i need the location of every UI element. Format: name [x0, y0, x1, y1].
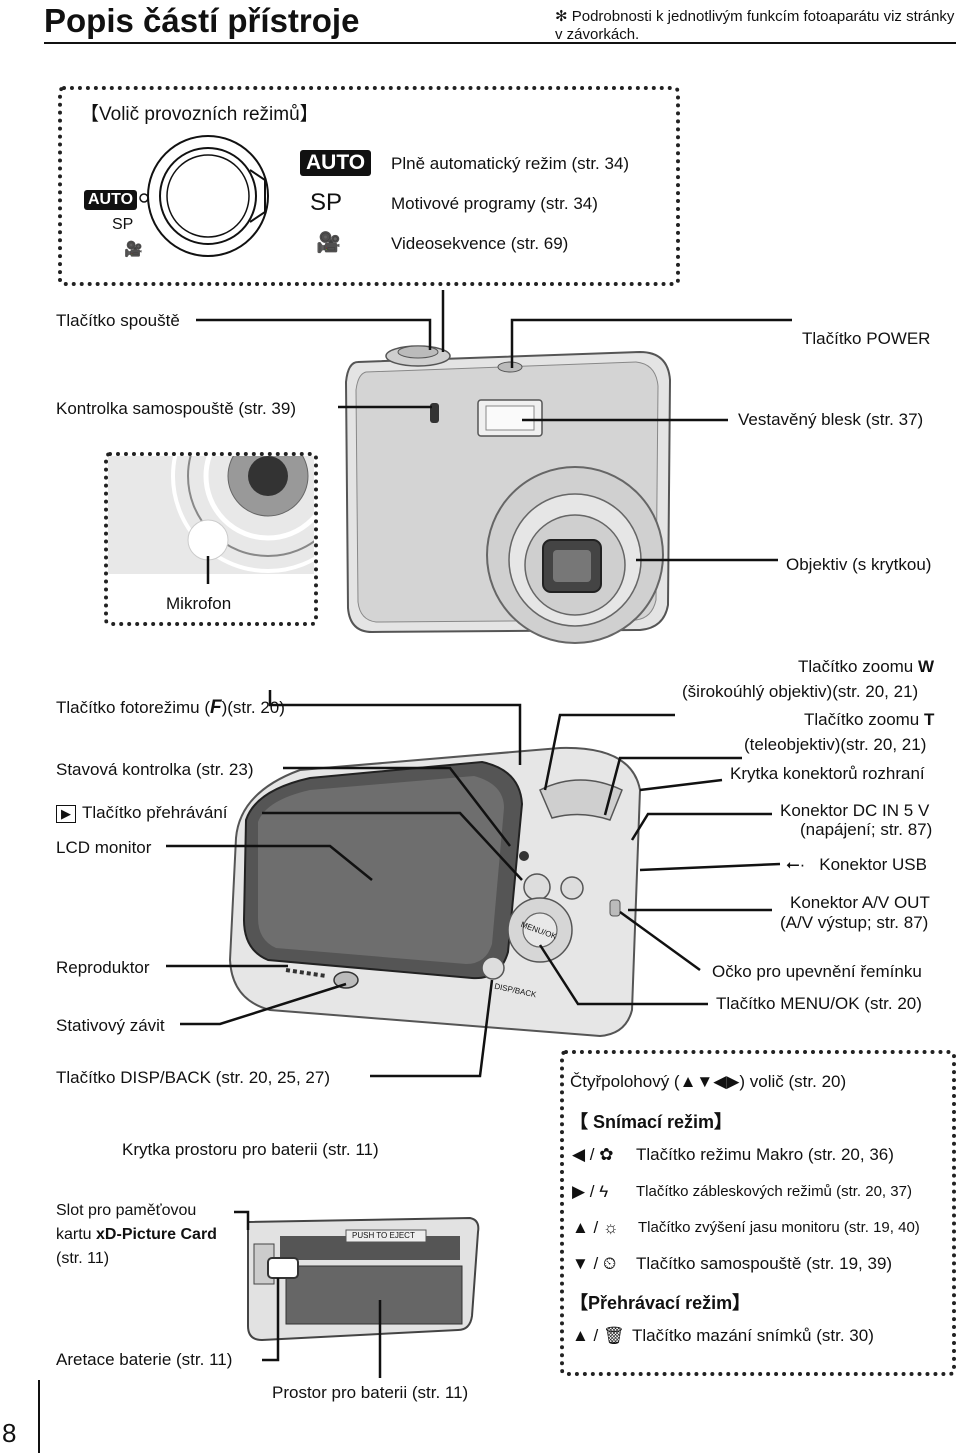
label-av-out-detail: (A/V výstup; str. 87) [780, 913, 929, 932]
label-power: Tlačítko POWER [802, 329, 931, 348]
mode-dial-illustration [139, 135, 269, 257]
microphone-illustration [108, 456, 314, 622]
title-rule [44, 42, 956, 44]
mode-dial-box [58, 86, 680, 286]
label-menu-ok: Tlačítko MENU/OK (str. 20) [716, 994, 922, 1013]
label-dc-in: Konektor DC IN 5 V [780, 801, 930, 820]
label-battery-cover: Krytka prostoru pro baterii (str. 11) [122, 1140, 379, 1159]
shooting-mode-heading: 【 Snímací režim】 [570, 1112, 733, 1132]
label-playback: ▶Tlačítko přehrávání [56, 803, 228, 823]
page-title: Popis částí přístroje [44, 2, 360, 39]
mode-movie-text: Videosekvence (str. 69) [391, 234, 569, 253]
dial-sp-label: SP [112, 216, 134, 233]
macro-text: Tlačítko režimu Makro (str. 20, 36) [636, 1145, 894, 1164]
mode-dial-heading: 【Volič provozních režimů】 [80, 104, 319, 125]
label-disp-back: Tlačítko DISP/BACK (str. 20, 25, 27) [56, 1068, 330, 1087]
label-microphone: Mikrofon [166, 594, 232, 613]
usb-icon: ⭠· [786, 855, 806, 874]
label-card-slot-line3: (str. 11) [56, 1250, 110, 1267]
label-zoom-w: Tlačítko zoomu W [798, 657, 935, 676]
label-lcd: LCD monitor [56, 838, 152, 857]
label-av-out: Konektor A/V OUT [790, 893, 930, 912]
label-strap: Očko pro upevnění řemínku [712, 962, 922, 981]
label-tripod: Stativový závit [56, 1016, 165, 1035]
label-speaker: Reproduktor [56, 958, 150, 977]
label-card-slot-line1: Slot pro paměťovou [56, 1202, 197, 1219]
label-card-slot-line2: kartu xD-Picture Card [56, 1226, 217, 1243]
label-dc-in-detail: (napájení; str. 87) [800, 820, 933, 839]
flash-keys: ▶ / ϟ [572, 1182, 609, 1201]
push-to-eject-label: PUSH TO EJECT [352, 1231, 415, 1240]
label-zoom-t: Tlačítko zoomu T [804, 710, 935, 729]
header-note: ✻ Podrobnosti k jednotlivým funkcím foto… [555, 8, 955, 43]
label-shutter: Tlačítko spouště [56, 311, 180, 330]
label-zoom-w-detail: (širokoúhlý objektiv)(str. 20, 21) [682, 682, 919, 701]
flash-text: Tlačítko zábleskových režimů (str. 20, 3… [636, 1183, 912, 1200]
self-timer-text: Tlačítko samospouště (str. 19, 39) [636, 1254, 893, 1273]
label-battery-latch: Aretace baterie (str. 11) [56, 1350, 233, 1369]
mode-auto-icon: AUTO [300, 150, 372, 176]
label-zoom-t-detail: (teleobjektiv)(str. 20, 21) [744, 735, 927, 754]
dial-movie-icon: 🎥 [124, 241, 143, 258]
label-self-timer-lamp: Kontrolka samospouště (str. 39) [56, 399, 297, 418]
selector-intro: Čtyřpolohový (▲▼◀▶) volič (str. 20) [570, 1072, 847, 1091]
playback-icon: ▶ [56, 805, 76, 823]
label-flash: Vestavěný blesk (str. 37) [738, 410, 924, 429]
page-number: 8 [2, 1418, 17, 1448]
label-connector-cover: Krytka konektorů rozhraní [730, 764, 925, 783]
label-status-lamp: Stavová kontrolka (str. 23) [56, 760, 254, 779]
label-battery-compartment: Prostor pro baterii (str. 11) [272, 1383, 469, 1402]
macro-keys: ◀ / ✿ [572, 1145, 614, 1164]
photo-mode-icon: F [210, 697, 222, 718]
label-photo-mode: Tlačítko fotorežimu (F)(str. 20) [56, 697, 285, 718]
mode-sp-text: Motivové programy (str. 34) [391, 194, 598, 213]
delete-keys: ▲ / 🗑 [572, 1326, 625, 1345]
label-lens: Objektiv (s krytkou) [786, 555, 932, 574]
selector-box [560, 1050, 956, 1376]
mode-movie-icon: 🎥 [316, 232, 341, 254]
microphone-inset [104, 452, 318, 626]
delete-text: Tlačítko mazání snímků (str. 30) [632, 1326, 874, 1345]
mode-sp-icon: SP [310, 189, 343, 216]
dial-auto-label: AUTO [84, 190, 138, 210]
brightness-text: Tlačítko zvýšení jasu monitoru (str. 19,… [638, 1219, 920, 1236]
brightness-keys: ▲ / ☼ [572, 1218, 619, 1237]
page-margin-rule [38, 1380, 40, 1453]
self-timer-keys: ▼ / ⏲ [572, 1254, 617, 1273]
playback-mode-heading: 【Přehrávací režim】 [570, 1293, 751, 1313]
label-usb: ⭠·Konektor USB [786, 855, 927, 874]
mode-auto-text: Plně automatický režim (str. 34) [391, 154, 630, 173]
